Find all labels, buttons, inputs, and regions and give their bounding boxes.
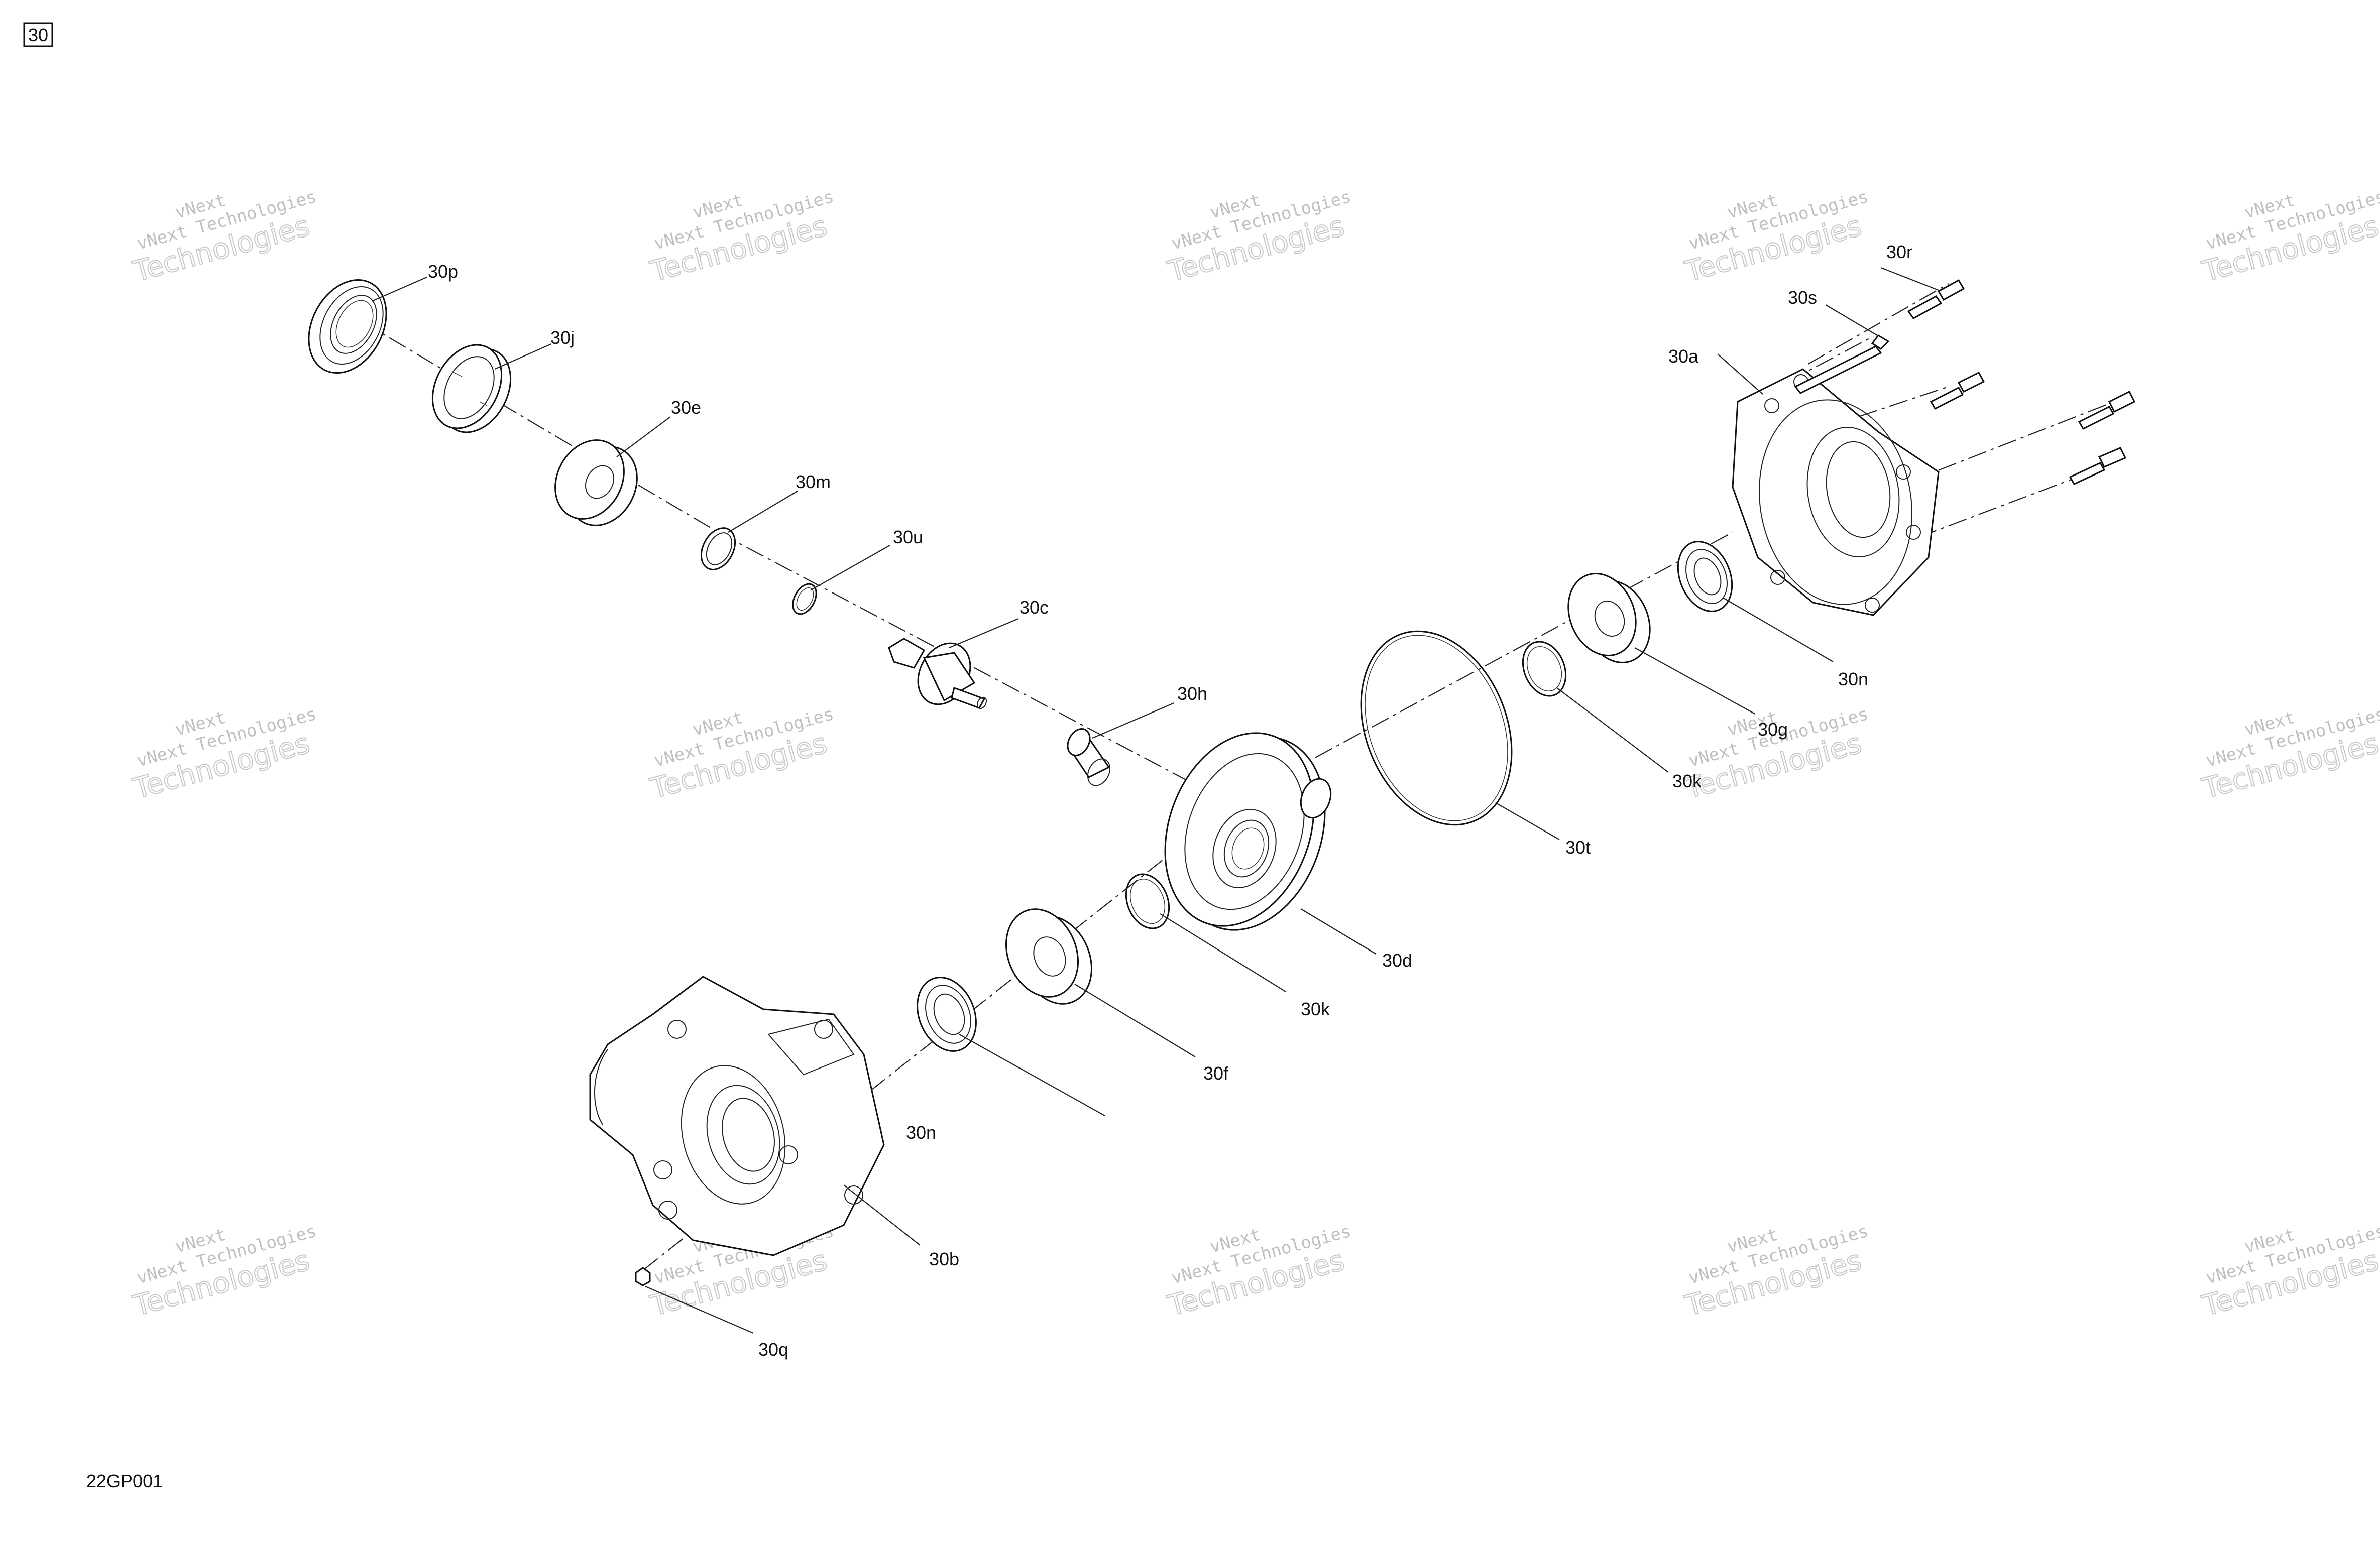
part-30s-pin — [1794, 334, 1890, 394]
part-label-30k: 30k — [1672, 771, 1702, 791]
part-30n-seal-upper — [1677, 541, 1733, 612]
axis-bolt-30r — [1807, 283, 1949, 365]
part-label-30n: 30n — [1838, 669, 1868, 689]
part-30k-ring-upper — [1522, 641, 1567, 697]
part-30c-shaft — [888, 638, 987, 709]
part-30g-spacer — [1567, 573, 1651, 663]
part-label-30g: 30g — [1758, 719, 1788, 740]
part-label-30f: 30f — [1203, 1063, 1229, 1084]
part-label-30p: 30p — [428, 261, 458, 282]
axis-middle — [718, 532, 1231, 804]
part-30d-carrier — [1164, 732, 1332, 931]
part-label-30b: 30b — [929, 1249, 959, 1269]
part-label-30n: 30n — [906, 1122, 936, 1143]
part-30a-housing — [1732, 368, 1940, 616]
part-label-30m: 30m — [796, 471, 831, 492]
part-bolt-4 — [2069, 447, 2127, 485]
part-label-30s: 30s — [1788, 287, 1817, 308]
part-label-30h: 30h — [1177, 683, 1207, 704]
part-bolt-2 — [1930, 372, 1985, 410]
leader-lines — [371, 267, 1939, 1334]
part-30b-gearbox-housing — [589, 976, 885, 1256]
part-30m-ring — [700, 527, 736, 570]
part-label-30t: 30t — [1565, 837, 1591, 858]
part-30e-spacer — [554, 439, 638, 526]
part-label-30e: 30e — [671, 397, 701, 418]
part-30r-bolt — [1907, 279, 1965, 319]
part-30u-o-ring — [792, 583, 817, 615]
part-label-30q: 30q — [758, 1339, 788, 1360]
axis-bolt-3 — [1908, 401, 2115, 483]
part-label-30j: 30j — [550, 327, 575, 348]
part-label-30d: 30d — [1382, 950, 1412, 971]
group-number-box: 30 — [23, 22, 53, 47]
part-labels: 30a 30b 30c 30d 30e 30f 30g 30h 30j 30k 30k 30m 30n 3… — [428, 242, 1912, 1360]
part-label-30u: 30u — [893, 527, 923, 547]
part-30f-spacer — [1005, 908, 1092, 1005]
part-30p-seal — [308, 279, 387, 374]
part-bolt-3 — [2078, 390, 2136, 430]
part-30n-seal-lower — [917, 977, 977, 1052]
part-30t-o-ring — [1360, 630, 1513, 826]
group-number: 30 — [28, 25, 48, 45]
part-30h-sleeve — [1067, 728, 1111, 786]
part-label-30c: 30c — [1019, 597, 1049, 618]
part-30q-nut — [635, 1267, 651, 1286]
part-30j-bearing — [431, 344, 512, 433]
part-label-30k: 30k — [1301, 999, 1330, 1019]
axis-middle-right — [1230, 532, 1733, 804]
part-30k-ring-lower — [1125, 873, 1170, 929]
drawing-code: 22GP001 — [86, 1471, 163, 1491]
axis-upper-left — [361, 321, 719, 533]
part-label-30a: 30a — [1668, 346, 1699, 367]
part-label-30r: 30r — [1886, 242, 1912, 262]
